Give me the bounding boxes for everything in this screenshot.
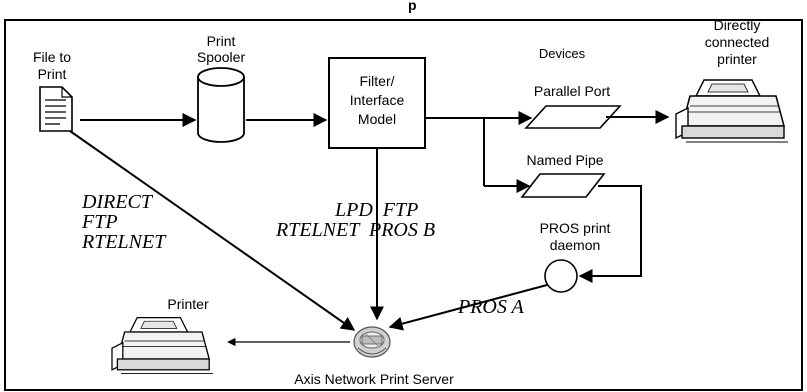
protocol-center-line2: RTELNET PROS B: [275, 219, 435, 241]
header-text: p: [408, 0, 417, 13]
protocol-left-line3: RTELNET: [81, 231, 167, 253]
protocol-center-line1: LPD FTP: [334, 199, 418, 221]
pros-daemon-label-line1: PROS print: [540, 220, 611, 236]
filter-label-line2: Interface: [350, 92, 405, 108]
file-label-line2: Print: [38, 66, 67, 82]
print-server-icon: [353, 326, 391, 358]
protocol-pros-a: PROS A: [457, 296, 525, 318]
named-pipe-shape: [520, 173, 606, 198]
filter-label-line3: Model: [358, 111, 396, 127]
direct-printer-icon: [675, 79, 788, 143]
parallel-port-label: Parallel Port: [534, 83, 610, 99]
named-pipe-label: Named Pipe: [526, 152, 603, 168]
document-icon: [39, 86, 73, 132]
filter-label-line1: Filter/: [360, 73, 395, 89]
spooler-label-line2: Spooler: [197, 49, 246, 65]
printer-icon: [111, 316, 213, 374]
filter-interface-box: [328, 57, 426, 149]
print-server-label: Axis Network Print Server: [294, 371, 454, 387]
direct-printer-label-line1: Directly: [714, 17, 761, 33]
file-label-line1: File to: [33, 49, 71, 65]
protocol-left-line2: FTP: [81, 211, 118, 233]
spooler-label-line1: Print: [207, 33, 236, 49]
spooler-cylinder-icon: [197, 67, 245, 143]
diagram-frame: [4, 19, 803, 391]
devices-heading: Devices: [539, 46, 586, 61]
arrow-daemon-to-server: [388, 284, 548, 331]
arrow-pipe-to-daemon: [578, 185, 642, 283]
arrow-file-to-server: [69, 130, 356, 331]
direct-printer-label-line3: printer: [717, 51, 757, 67]
direct-printer-label-line2: connected: [705, 34, 770, 50]
printer-label: Printer: [167, 296, 209, 312]
pros-daemon-label-line2: daemon: [550, 237, 601, 253]
protocol-left-line1: DIRECT: [81, 191, 154, 213]
parallel-port-shape: [524, 105, 622, 129]
pros-daemon-circle: [544, 259, 578, 293]
